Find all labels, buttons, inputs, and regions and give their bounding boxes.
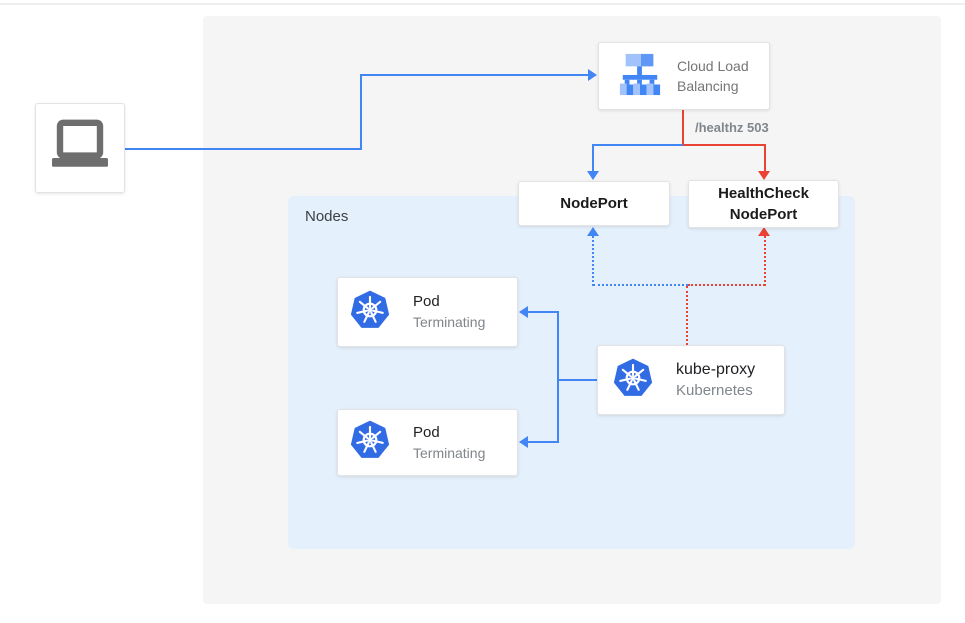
edge-to-pod1-h [528, 311, 559, 313]
client-node [35, 103, 125, 193]
arrowhead-into-pod2 [519, 436, 528, 448]
top-divider [0, 3, 965, 5]
hcnp-label-line2: NodePort [729, 206, 798, 223]
clb-label-line2: Balancing [677, 78, 739, 94]
laptop-icon [48, 114, 112, 183]
kubernetes-icon [349, 289, 391, 336]
edge-branch-red-h [683, 144, 766, 146]
edge-kproxy-to-pods-v [557, 311, 559, 443]
kubernetes-icon [612, 357, 654, 404]
kubernetes-icon [349, 419, 391, 466]
edge-kproxy-to-pods-h [557, 379, 597, 381]
healthcheck-nodeport-node: HealthCheck NodePort [688, 180, 839, 228]
cloud-load-balancing-node: Cloud Load Balancing [598, 42, 770, 110]
kube-proxy-title: kube-proxy [676, 361, 756, 378]
nodeport-label: NodePort [560, 195, 628, 212]
clb-label-line1: Cloud Load [677, 58, 749, 74]
cloud-load-balancing-icon [617, 52, 663, 101]
arrowhead-dotted-into-hc-nodeport [758, 227, 770, 236]
edge-branch-blue-v [592, 144, 594, 171]
pod2-status: Terminating [413, 444, 486, 461]
edge-kproxy-blue-dotted-v [592, 236, 594, 286]
kube-proxy-node: kube-proxy Kubernetes [597, 345, 785, 415]
pod1-title: Pod [413, 293, 440, 310]
arrowhead-dotted-into-nodeport [587, 227, 599, 236]
edge-client-to-clb-v [360, 74, 362, 150]
edge-client-to-clb-h1 [125, 148, 362, 150]
edge-branch-red-v [764, 144, 766, 171]
hcnp-label-line1: HealthCheck [718, 185, 809, 202]
edge-kproxy-red-dotted-v [764, 236, 766, 286]
pod2-title: Pod [413, 423, 440, 441]
nodes-group-label: Nodes [305, 208, 349, 225]
edge-clb-stem-red [682, 110, 684, 146]
edge-branch-blue-h [592, 144, 683, 146]
edge-client-to-clb-h2 [362, 74, 588, 76]
arrowhead-into-nodeport [587, 171, 599, 180]
edge-kproxy-stem-dotted [686, 286, 688, 345]
nodeport-node: NodePort [518, 181, 670, 226]
edge-kproxy-red-dotted-h [688, 284, 765, 286]
edge-to-pod2-h [528, 441, 559, 443]
kube-proxy-subtitle: Kubernetes [676, 382, 753, 399]
edge-kproxy-blue-dotted-h [593, 284, 688, 286]
arrowhead-into-hc-nodeport [758, 171, 770, 180]
arrowhead-into-clb [588, 69, 597, 81]
pod1-node: Pod Terminating [337, 277, 518, 347]
pod1-status: Terminating [413, 314, 486, 330]
arrowhead-into-pod1 [519, 306, 528, 318]
pod2-node: Pod Terminating [337, 409, 518, 476]
healthz-edge-label: /healthz 503 [695, 120, 769, 135]
